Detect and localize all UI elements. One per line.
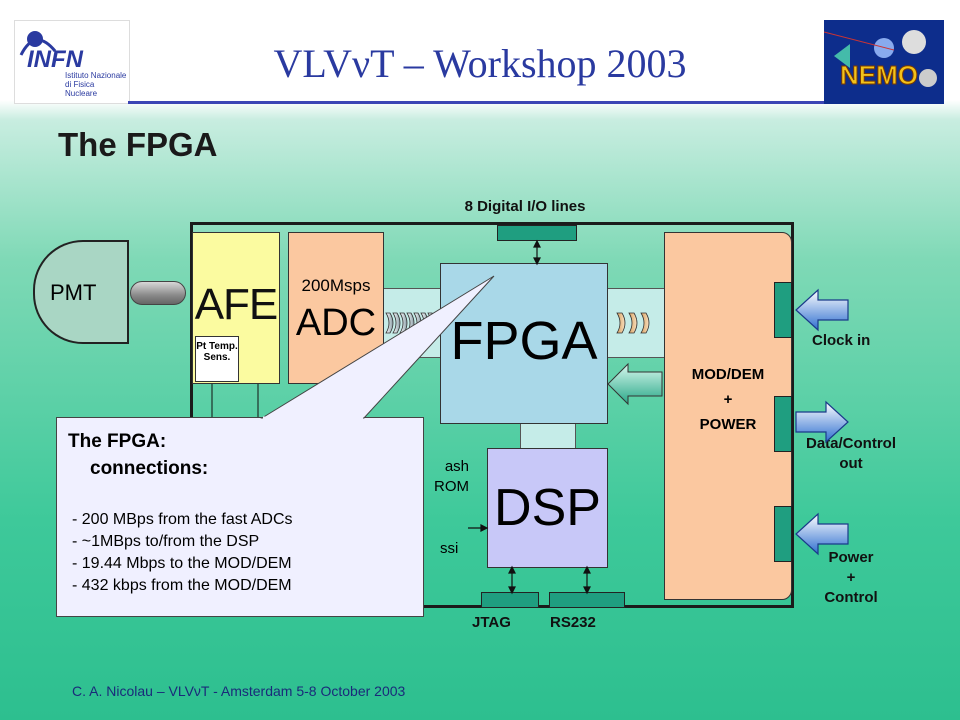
flow-mark-8 [616, 312, 626, 334]
dsp-label: DSP [494, 479, 601, 537]
dsp-jtag-link-head-top [508, 565, 516, 574]
pmt-cable [130, 281, 186, 305]
header-rule [128, 101, 828, 104]
data-control-label-line2: out [839, 455, 863, 472]
callout-title-line2: connections: [90, 458, 209, 479]
footer-text: C. A. Nicolau – VLVνT - Amsterdam 5-8 Oc… [72, 683, 406, 699]
callout-item: - ~1MBps to/from the DSP [72, 533, 260, 550]
dsp-jtag-link-head-bottom [508, 586, 516, 595]
modem-to-fpga-arrow [607, 362, 663, 406]
nemo-logo-text: NEMO [840, 60, 918, 90]
infn-logo-graphic: INFN [19, 31, 84, 73]
modem-label-line3: POWER [699, 416, 757, 433]
fpga-block [440, 263, 608, 424]
adc-rate-label: 200Msps [301, 276, 371, 295]
clock-in-arrow [795, 288, 849, 332]
flash-rom-label: ash ROM [405, 457, 469, 497]
dsp-rs232-link-head-top [583, 565, 591, 574]
power-connector [774, 506, 792, 562]
infn-logo-subtitle: Istituto Nazionale di Fisica Nucleare [65, 71, 127, 98]
ssi-label: ssi [440, 540, 459, 557]
callout-box [56, 417, 424, 617]
slide-title: The FPGA [58, 126, 218, 163]
connection-arrows [468, 239, 591, 595]
clock-connector [774, 282, 792, 338]
nemo-logo: NEMO [824, 20, 944, 104]
nemo-logo-graphic: NEMO [824, 30, 937, 91]
flash-rom-label-line1: ash [444, 458, 469, 475]
dsp-block [487, 448, 608, 568]
callout-title: The FPGA: connections: [68, 428, 208, 482]
flow-mark-1 [385, 312, 394, 334]
adc-label: ADC [295, 302, 377, 344]
callout-title-line1: The FPGA: [68, 431, 167, 452]
modem-label-line1: MOD/DEM [691, 366, 765, 383]
header-title: VLVνT – Workshop 2003 [273, 41, 687, 86]
jtag-label: JTAG [472, 614, 511, 631]
infn-logo: INFN Istituto Nazionale di Fisica Nuclea… [14, 20, 130, 104]
callout-list: - 200 MBps from the fast ADCs - ~1MBps t… [72, 509, 293, 597]
pt-temp-sensor: Pt Temp. Sens. [195, 336, 239, 382]
pmt-label: PMT [50, 280, 97, 305]
power-control-label-line2: + [846, 569, 856, 586]
callout-item: - 200 MBps from the fast ADCs [72, 511, 293, 528]
flow-mark-9 [628, 312, 638, 334]
dsp-rs232-link-head-bottom [583, 586, 591, 595]
rs232-label: RS232 [550, 614, 596, 631]
callout-pointer-shape [260, 275, 495, 419]
pmt-edge [127, 240, 129, 344]
power-control-arrow [795, 512, 849, 556]
io-fpga-link-head-top [533, 239, 541, 248]
modem-label-line2: + [723, 391, 733, 408]
power-control-label-line3: Control [824, 589, 878, 606]
flow-mark-2 [392, 312, 401, 334]
io-lines-label: 8 Digital I/O lines [464, 198, 586, 215]
fpga-modem-flow-marks [616, 312, 650, 334]
ssi-link-head-right [480, 524, 489, 532]
afe-label: AFE [194, 280, 279, 329]
power-control-label: Power + Control [808, 548, 894, 608]
fpga-dsp-bus [520, 424, 576, 448]
data-control-out-arrow [795, 400, 849, 444]
power-control-label-line1: Power [828, 549, 874, 566]
callout-item: - 19.44 Mbps to the MOD/DEM [72, 555, 292, 572]
jtag-connector [481, 592, 539, 608]
flash-rom-label-line2: ROM [434, 478, 469, 495]
io-fpga-link-head-bottom [533, 257, 541, 266]
fpga-label: FPGA [450, 311, 598, 371]
infn-logo-text: INFN [27, 46, 84, 73]
callout-item: - 432 kbps from the MOD/DEM [72, 577, 292, 594]
pmt-shape [33, 240, 129, 344]
modem-label: MOD/DEM + POWER [664, 362, 792, 437]
flow-mark-10 [640, 312, 650, 334]
modem-power-block [664, 232, 792, 600]
clock-in-label: Clock in [812, 332, 871, 349]
data-control-connector [774, 396, 792, 452]
